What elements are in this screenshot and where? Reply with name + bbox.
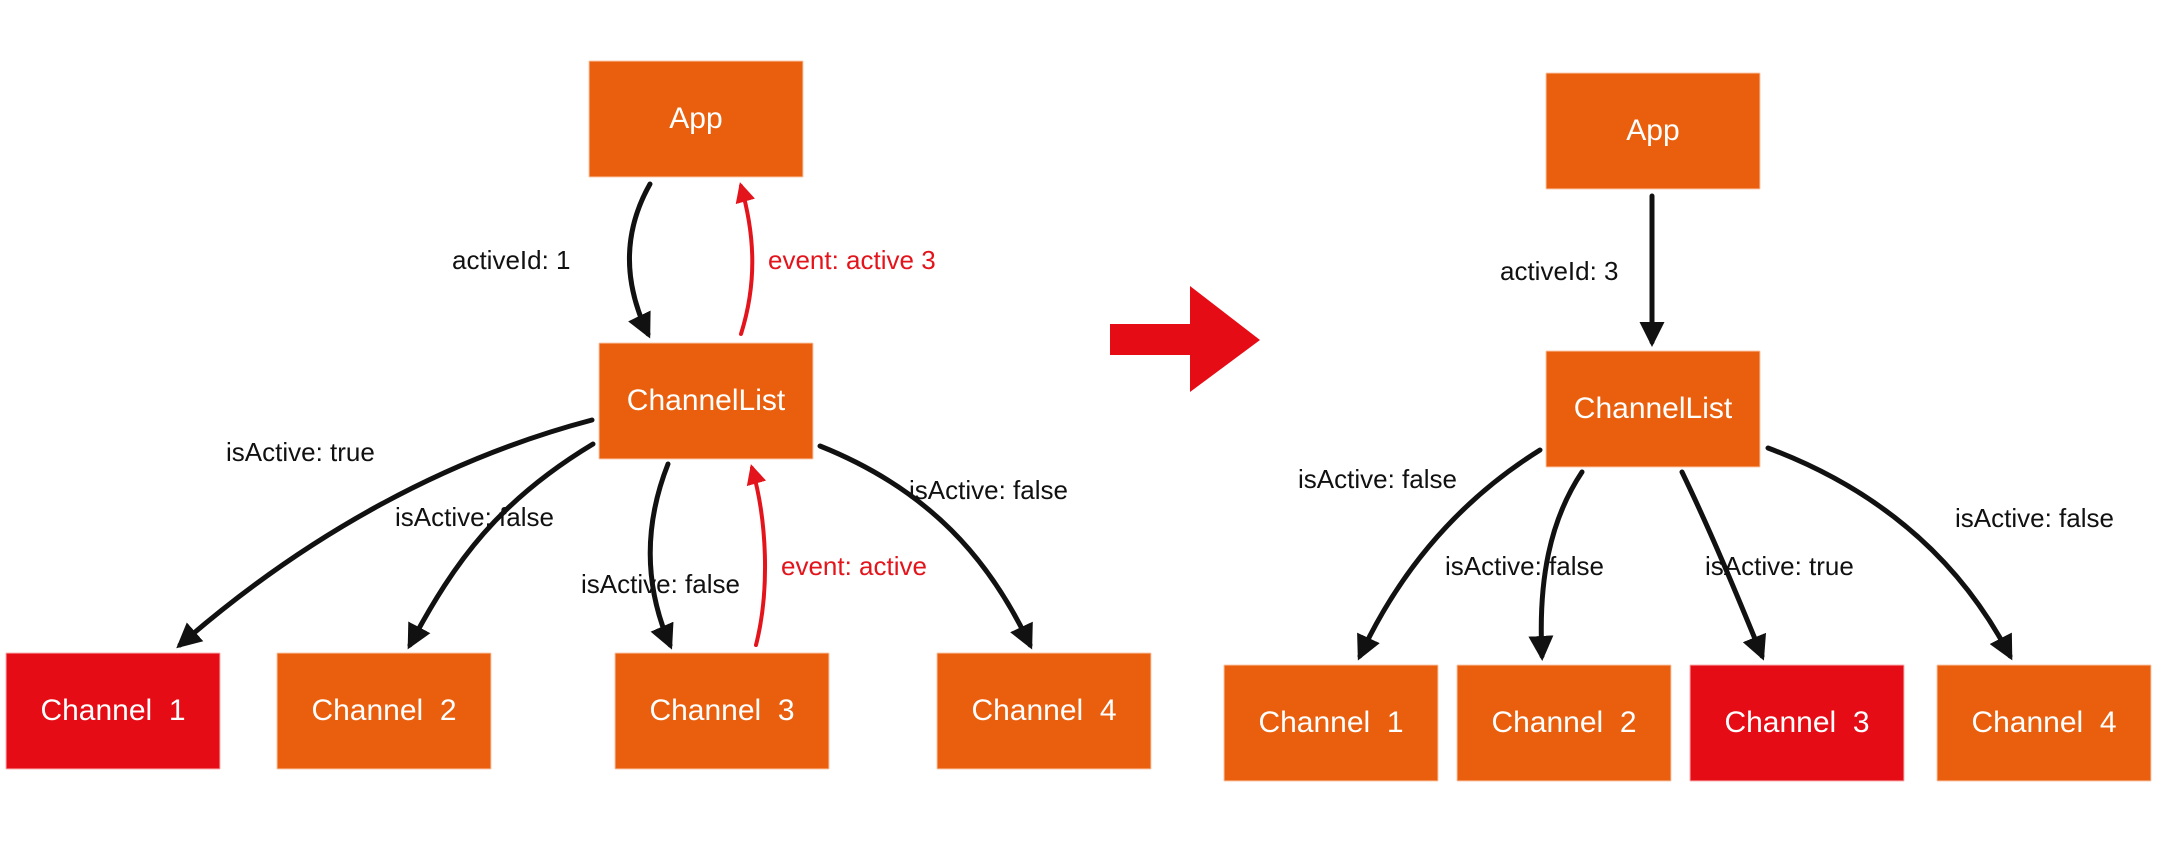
arrow-to-channel-3 [647, 461, 674, 650]
label-event-active: event: active [781, 551, 927, 581]
channel-3-node-after: Channel 3 [1691, 666, 1903, 780]
channellist-node: ChannelList [600, 344, 812, 458]
label-channel-3-is-active: isActive: false [581, 569, 740, 599]
event-arrow-channel-3-to-channellist [746, 464, 768, 647]
arrow-to-channel-2-after [1528, 469, 1585, 661]
channel-2-node-after: Channel 2 [1458, 666, 1670, 780]
arrow-right-icon [1110, 286, 1260, 392]
app-node: App [590, 62, 802, 176]
label-active-id-after: activeId: 3 [1500, 256, 1619, 286]
channel-4-node: Channel 4 [938, 654, 1150, 768]
arrow-to-channel-2 [407, 441, 596, 650]
event-arrow-channellist-to-app [735, 182, 755, 336]
label-channel-1-is-active-after: isActive: false [1298, 464, 1457, 494]
label-channel-2-is-active-after: isActive: false [1445, 551, 1604, 581]
label-channel-1-is-active: isActive: true [226, 437, 375, 467]
label-event-active-3: event: active 3 [768, 245, 936, 275]
channel-3-node: Channel 3 [616, 654, 828, 768]
arrow-app-to-channellist [627, 181, 653, 339]
label-channel-2-is-active: isActive: false [395, 502, 554, 532]
label-channel-3-is-active-after: isActive: true [1705, 551, 1854, 581]
channel-2-node: Channel 2 [278, 654, 490, 768]
arrow-to-channel-1 [176, 417, 595, 649]
channel-1-node: Channel 1 [7, 654, 219, 768]
channel-4-node-after: Channel 4 [1938, 666, 2150, 780]
arrow-to-channel-4-after [1765, 445, 2013, 661]
label-active-id: activeId: 1 [452, 245, 571, 275]
label-channel-4-is-active-after: isActive: false [1955, 503, 2114, 533]
arrow-to-channel-1-after [1357, 447, 1543, 661]
arrow-to-channel-4 [817, 443, 1033, 650]
channel-1-node-after: Channel 1 [1225, 666, 1437, 780]
arrow-to-channel-3-after [1679, 469, 1766, 661]
channellist-node-after: ChannelList [1547, 352, 1759, 466]
app-node-after: App [1547, 74, 1759, 188]
label-channel-4-is-active: isActive: false [909, 475, 1068, 505]
